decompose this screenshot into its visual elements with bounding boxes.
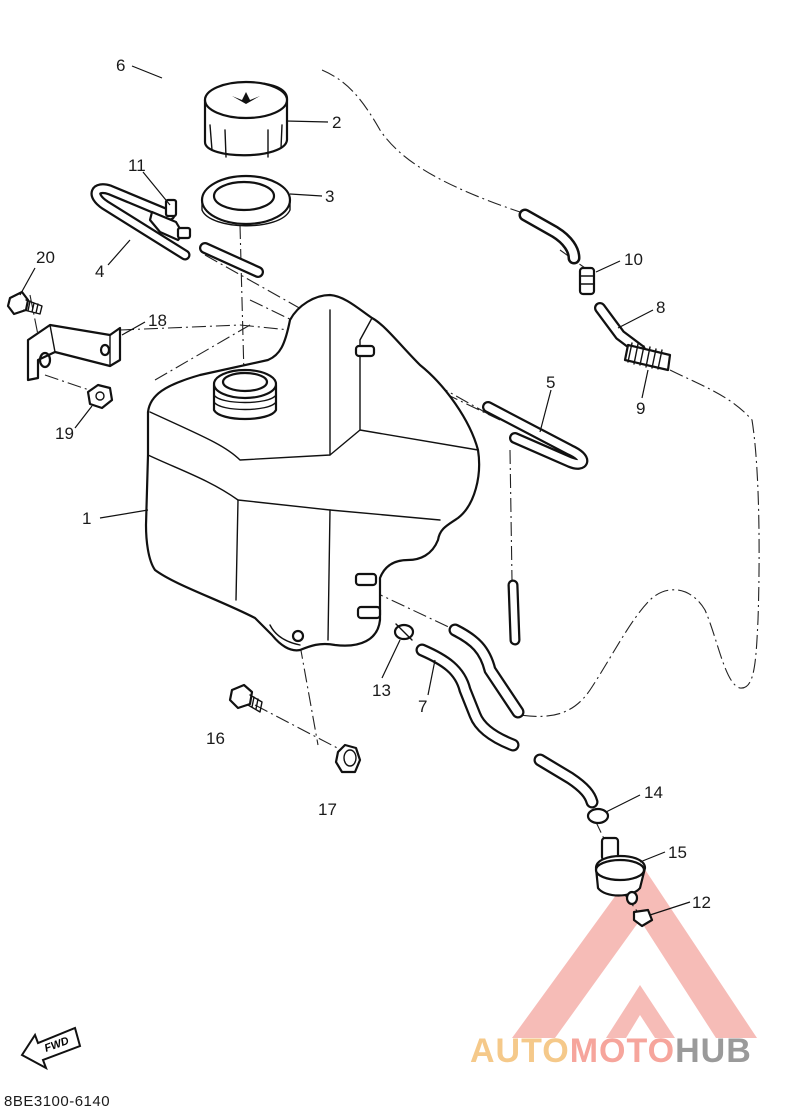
valve-15 bbox=[594, 836, 647, 906]
fitting-11 bbox=[148, 198, 192, 242]
hose-4 bbox=[90, 183, 191, 261]
collar-17 bbox=[334, 743, 362, 774]
hose-8 bbox=[594, 302, 646, 356]
watermark-part-3: HUB bbox=[675, 1032, 752, 1070]
bolt-20 bbox=[6, 290, 43, 316]
callout-10: 10 bbox=[624, 250, 643, 269]
callout-12: 12 bbox=[692, 893, 711, 912]
callout-14: 14 bbox=[644, 783, 663, 802]
callout-16: 16 bbox=[206, 729, 225, 748]
watermark-triangle bbox=[512, 862, 757, 1038]
callout-3: 3 bbox=[325, 187, 334, 206]
hose-vertical bbox=[507, 579, 521, 646]
hose-5 bbox=[482, 401, 589, 470]
reservoir-tank-1 bbox=[144, 293, 481, 652]
callout-2: 2 bbox=[332, 113, 341, 132]
clip-12 bbox=[632, 908, 654, 928]
leader-lines bbox=[19, 65, 691, 916]
callout-6: 6 bbox=[116, 56, 125, 75]
callout-1: 1 bbox=[82, 509, 91, 528]
hose-upper-right bbox=[518, 208, 581, 265]
callout-7: 7 bbox=[418, 697, 427, 716]
watermark-part-1: AUTO bbox=[470, 1032, 570, 1070]
bracket-18 bbox=[26, 323, 122, 382]
watermark-logo: AUTOMOTOHUB bbox=[470, 1032, 752, 1071]
callout-17: 17 bbox=[318, 800, 337, 819]
gasket-3 bbox=[200, 174, 292, 227]
clamp-13 bbox=[393, 623, 415, 641]
fwd-arrow-icon: FWD bbox=[20, 1026, 82, 1071]
callout-15: 15 bbox=[668, 843, 687, 862]
callout-4: 4 bbox=[95, 262, 104, 281]
watermark-part-2: MOTO bbox=[569, 1032, 676, 1070]
callout-20: 20 bbox=[36, 248, 55, 267]
hose-6 bbox=[160, 8, 322, 187]
callout-5: 5 bbox=[546, 373, 555, 392]
radiator-cap-2 bbox=[203, 80, 289, 158]
hose-segment bbox=[199, 242, 264, 278]
protector-9 bbox=[623, 342, 672, 372]
clamp-14 bbox=[586, 807, 610, 825]
callout-8: 8 bbox=[656, 298, 665, 317]
callout-11: 11 bbox=[128, 156, 146, 175]
callout-19: 19 bbox=[55, 424, 74, 443]
hose-lower bbox=[533, 753, 599, 809]
callout-9: 9 bbox=[636, 399, 645, 418]
nut-19 bbox=[86, 383, 114, 410]
joint-10 bbox=[578, 266, 596, 296]
callout-13: 13 bbox=[372, 681, 391, 700]
bolt-16 bbox=[228, 683, 263, 713]
diagram-code: 8BE3100-6140 bbox=[4, 1093, 111, 1110]
callout-18: 18 bbox=[148, 311, 167, 330]
hose-7 bbox=[415, 623, 525, 752]
callout-labels: 1 2 3 4 5 6 7 8 9 10 11 12 13 14 15 16 1… bbox=[36, 56, 711, 912]
